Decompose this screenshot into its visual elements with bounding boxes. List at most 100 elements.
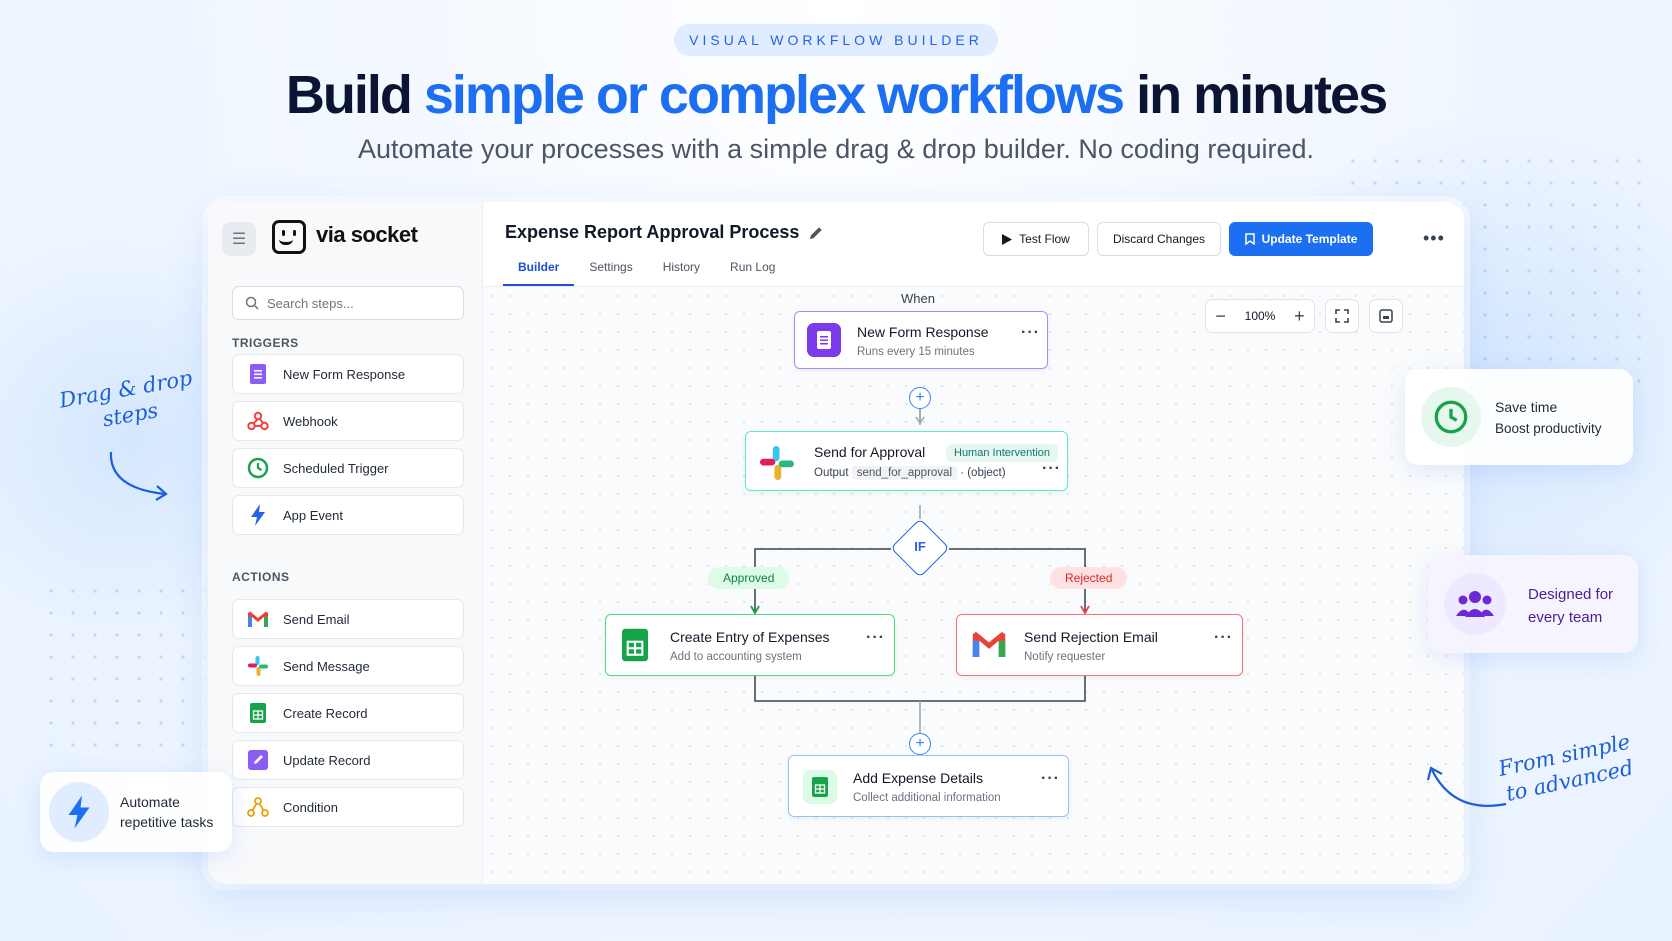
- step-label: Scheduled Trigger: [283, 460, 389, 476]
- discard-label: Discard Changes: [1112, 232, 1206, 246]
- automate-card: Automate repetitive tasks: [40, 772, 232, 852]
- test-flow-button[interactable]: Test Flow: [983, 222, 1089, 256]
- node-title: Add Expense Details: [853, 770, 983, 786]
- play-icon: [1002, 233, 1013, 245]
- sidebar-trigger-app-event[interactable]: App Event: [232, 495, 464, 535]
- sidebar-trigger-new-form-response[interactable]: New Form Response: [232, 354, 464, 394]
- gmail-icon: [971, 631, 1007, 662]
- save-time-card: Save time Boost productivity: [1405, 369, 1633, 465]
- clock-icon: [1421, 387, 1481, 447]
- automate-subtitle: repetitive tasks: [120, 814, 214, 830]
- automate-title: Automate: [120, 794, 180, 810]
- node-subtitle: Notify requester: [1024, 651, 1106, 663]
- node-title: Send for Approval: [814, 444, 926, 460]
- discard-changes-button[interactable]: Discard Changes: [1097, 222, 1221, 256]
- step-label: App Event: [283, 507, 343, 523]
- node-output: Output send_for_approval · (object): [814, 466, 1006, 480]
- step-label: Send Message: [283, 658, 370, 674]
- workflow-title: Expense Report Approval Process: [505, 222, 800, 242]
- sidebar-trigger-scheduled[interactable]: Scheduled Trigger: [232, 448, 464, 488]
- add-expense-details-node[interactable]: Add Expense Details Collect additional i…: [788, 755, 1069, 817]
- node-menu-icon[interactable]: ···: [1041, 770, 1060, 787]
- output-label: Output: [814, 467, 849, 479]
- output-type: · (object): [960, 467, 1006, 479]
- minimap-icon: [1379, 309, 1393, 323]
- sidebar-action-condition[interactable]: Condition: [232, 787, 464, 827]
- curved-arrow-icon: [109, 451, 168, 501]
- webhook-icon: [247, 410, 269, 432]
- clock-icon: [247, 457, 269, 479]
- step-label: Create Record: [283, 705, 368, 721]
- minimap-button[interactable]: [1369, 299, 1403, 333]
- headline-post: in minutes: [1123, 65, 1388, 125]
- workflow-canvas[interactable]: − 100% + W: [483, 287, 1464, 884]
- if-label: IF: [914, 539, 926, 554]
- search-input[interactable]: [267, 295, 447, 311]
- step-label: New Form Response: [283, 366, 406, 382]
- fullscreen-button[interactable]: [1325, 299, 1359, 333]
- sidebar-action-send-message[interactable]: Send Message: [232, 646, 464, 686]
- approved-branch-label: Approved: [708, 567, 790, 589]
- rejected-branch-label: Rejected: [1050, 567, 1128, 589]
- team-icon: [1444, 573, 1506, 635]
- gmail-icon: [247, 608, 269, 630]
- sidebar-action-send-email[interactable]: Send Email: [232, 599, 464, 639]
- zoom-in-button[interactable]: +: [1294, 305, 1305, 326]
- slack-icon: [760, 446, 794, 485]
- create-entry-node[interactable]: Create Entry of Expenses Add to accounti…: [605, 614, 895, 676]
- tab-builder[interactable]: Builder: [503, 254, 575, 286]
- lightning-icon: [247, 504, 269, 526]
- output-variable: send_for_approval: [851, 466, 957, 480]
- node-title: Send Rejection Email: [1024, 629, 1158, 645]
- save-time-title: Save time: [1495, 399, 1558, 415]
- pencil-icon[interactable]: [809, 226, 823, 240]
- zoom-out-button[interactable]: −: [1215, 305, 1226, 326]
- sheets-icon: [622, 628, 648, 667]
- designed-for-team-card: Designed for every team: [1428, 555, 1638, 653]
- menu-button[interactable]: ☰: [222, 222, 256, 256]
- form-icon: [247, 363, 269, 385]
- sidebar-action-update-record[interactable]: Update Record: [232, 740, 464, 780]
- lightning-icon: [49, 782, 109, 842]
- tab-bar: Builder Settings History Run Log: [503, 254, 790, 286]
- update-template-button[interactable]: Update Template: [1229, 222, 1373, 256]
- node-menu-icon[interactable]: ···: [1214, 629, 1233, 646]
- sidebar: ☰ via socket TRIGGERS New Form Response …: [208, 202, 483, 884]
- tab-settings[interactable]: Settings: [589, 260, 633, 274]
- tab-history[interactable]: History: [662, 260, 701, 274]
- sidebar-trigger-webhook[interactable]: Webhook: [232, 401, 464, 441]
- trigger-node[interactable]: New Form Response Runs every 15 minutes …: [794, 311, 1048, 369]
- sheets-icon: [803, 770, 837, 804]
- zoom-level: 100%: [1244, 309, 1276, 323]
- add-step-button[interactable]: +: [909, 387, 931, 409]
- node-subtitle: Runs every 15 minutes: [857, 346, 975, 358]
- search-box[interactable]: [232, 286, 464, 320]
- node-menu-icon[interactable]: ···: [1021, 324, 1040, 341]
- search-icon: [245, 296, 259, 310]
- logo-icon: [272, 220, 306, 254]
- save-icon: [1244, 233, 1255, 245]
- approval-node[interactable]: Send for Approval Human Intervention Out…: [745, 431, 1068, 491]
- form-icon: [807, 323, 841, 357]
- eyebrow-badge: VISUAL WORKFLOW BUILDER: [674, 24, 998, 56]
- step-label: Condition: [283, 799, 338, 815]
- subheadline: Automate your processes with a simple dr…: [357, 134, 1314, 164]
- sidebar-action-create-record[interactable]: Create Record: [232, 693, 464, 733]
- main-panel: Expense Report Approval Process Builder …: [483, 202, 1464, 884]
- add-step-button[interactable]: +: [909, 733, 931, 755]
- human-intervention-badge: Human Intervention: [946, 444, 1058, 462]
- node-subtitle: Add to accounting system: [670, 651, 802, 663]
- dot-pattern-left: [40, 580, 210, 760]
- node-menu-icon[interactable]: ···: [1042, 460, 1061, 477]
- tab-divider: [483, 286, 1464, 287]
- more-options-icon[interactable]: •••: [1423, 228, 1445, 248]
- step-label: Send Email: [283, 611, 350, 627]
- tab-run-log[interactable]: Run Log: [730, 260, 776, 274]
- rejection-email-node[interactable]: Send Rejection Email Notify requester ··…: [956, 614, 1243, 676]
- update-label: Update Template: [1261, 232, 1358, 246]
- node-menu-icon[interactable]: ···: [866, 629, 885, 646]
- curved-arrow-icon: [1426, 766, 1507, 807]
- brand-name: via socket: [316, 222, 418, 247]
- node-title: New Form Response: [857, 324, 989, 340]
- headline-accent: simple or complex workflows: [423, 65, 1125, 125]
